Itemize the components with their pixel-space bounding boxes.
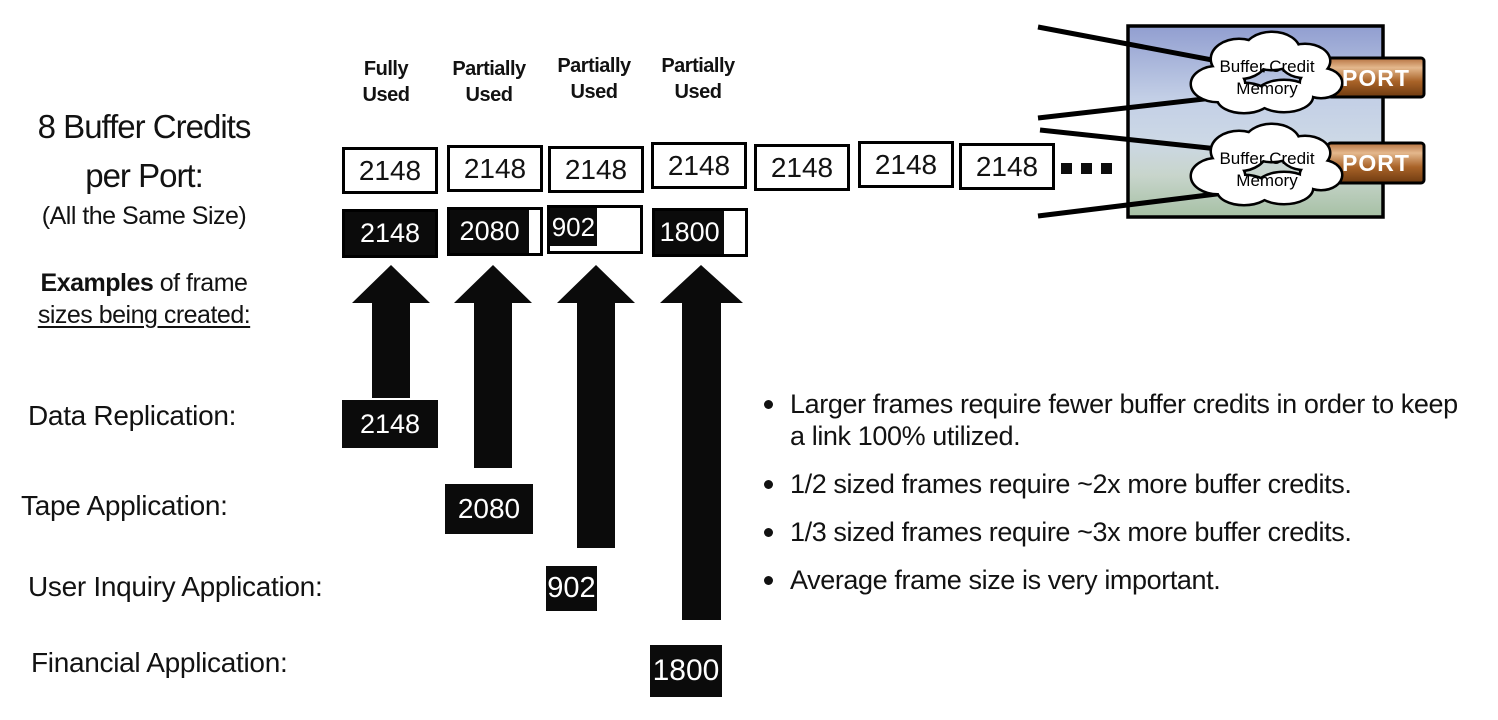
- column-header-partially-used-1: Partially Used: [437, 56, 541, 108]
- column-header-line2: Used: [674, 81, 722, 103]
- port-box: [1326, 141, 1426, 185]
- port-label: PORT: [1342, 150, 1410, 176]
- column-header-partially-used-3: Partially Used: [646, 53, 750, 105]
- list-item: Average frame size is very important.: [756, 564, 1476, 596]
- application-value-box: 1800: [650, 645, 722, 697]
- application-label: User Inquiry Application:: [28, 571, 323, 602]
- application-value-box: 2080: [445, 484, 533, 534]
- up-arrow: [660, 265, 743, 620]
- examples-caption: Examples of frame sizes being created:: [0, 267, 288, 331]
- usage-frame-value: 2148: [359, 218, 421, 248]
- connector-line: [1037, 24, 1266, 73]
- up-arrow: [557, 265, 635, 548]
- column-header-partially-used-2: Partially Used: [542, 53, 646, 105]
- note-text: 1/3 sized frames require ~3x more buffer…: [790, 517, 1352, 547]
- examples-caption-rest: of frame: [153, 269, 248, 297]
- page-title: 8 Buffer Credits per Port: (All the Same…: [0, 102, 288, 230]
- application-label: Tape Application:: [21, 490, 228, 521]
- port-box: [1326, 56, 1426, 99]
- up-arrow: [352, 265, 430, 398]
- column-header-fully-used: Fully Used: [334, 56, 438, 108]
- bullet-icon: [764, 480, 773, 489]
- column-header-line2: Used: [465, 84, 513, 106]
- examples-caption-line2: sizes being created:: [37, 301, 251, 329]
- application-value: 1800: [652, 654, 720, 687]
- connector-line: [1039, 127, 1266, 157]
- application-label: Financial Application:: [31, 647, 288, 678]
- application-value-box: 2148: [342, 400, 438, 448]
- title-subtitle: (All the Same Size): [41, 202, 247, 230]
- bullet-icon: [764, 576, 773, 585]
- up-arrow: [454, 265, 532, 468]
- notes-list: Larger frames require fewer buffer credi…: [756, 388, 1476, 612]
- switch-chassis: [1126, 24, 1385, 219]
- usage-frame-box: 2080: [447, 207, 543, 256]
- connector-line: [1037, 89, 1266, 121]
- cloud-label-line2: Memory: [1236, 79, 1298, 98]
- column-header-line1: Partially: [557, 55, 631, 77]
- column-header-line2: Used: [362, 84, 410, 106]
- application-value: 2080: [457, 493, 521, 524]
- usage-frame-box: 1800: [652, 208, 748, 257]
- bullet-icon: [764, 400, 773, 409]
- title-line2: per Port:: [85, 157, 204, 194]
- list-item: 1/3 sized frames require ~3x more buffer…: [756, 516, 1476, 548]
- application-label: Data Replication:: [28, 400, 237, 431]
- cloud-label-line1: Buffer Credit: [1219, 149, 1314, 168]
- column-header-line1: Partially: [661, 55, 735, 77]
- usage-frame-value: 1800: [659, 217, 720, 247]
- connector-line: [1037, 185, 1266, 219]
- credit-frame-box: 2148: [651, 142, 747, 189]
- application-value: 2148: [359, 408, 421, 439]
- application-value: 902: [547, 572, 596, 604]
- credit-frame-box: 2148: [754, 144, 850, 191]
- list-item: 1/2 sized frames require ~2x more buffer…: [756, 468, 1476, 500]
- credit-frame-box: 2148: [447, 145, 543, 192]
- port-label: PORT: [1342, 65, 1410, 91]
- credit-frame-box: 2148: [858, 141, 954, 188]
- bullet-icon: [764, 528, 773, 537]
- cloud-label-line2: Memory: [1236, 171, 1298, 190]
- cloud-label-line1: Buffer Credit: [1219, 57, 1314, 76]
- usage-frame-box: 902: [547, 205, 643, 254]
- credit-frame-box: 2148: [959, 143, 1055, 190]
- switch-diagram: Buffer Credit Memory Buffer Credit Memor…: [1037, 24, 1426, 219]
- credit-frame-box: 2148: [342, 147, 438, 194]
- examples-caption-line1: Examples of frame: [0, 267, 288, 299]
- list-item: Larger frames require fewer buffer credi…: [756, 388, 1476, 452]
- note-text: Average frame size is very important.: [790, 565, 1221, 595]
- ellipsis-icon: [1061, 163, 1112, 174]
- column-header-line1: Partially: [452, 58, 526, 80]
- usage-frame-value: 2080: [459, 216, 520, 246]
- usage-frame-value: 902: [551, 211, 596, 242]
- buffer-credit-cloud: [1192, 125, 1341, 204]
- credit-frame-box: 2148: [548, 146, 644, 193]
- usage-frame-box: 2148: [342, 209, 438, 258]
- examples-caption-bold: Examples: [40, 269, 154, 297]
- buffer-credit-cloud: [1192, 33, 1341, 112]
- column-header-line2: Used: [570, 81, 618, 103]
- title-line1: 8 Buffer Credits: [37, 108, 252, 145]
- application-value-box: 902: [546, 566, 597, 611]
- column-header-line1: Fully: [363, 58, 409, 80]
- note-text: Larger frames require fewer buffer credi…: [790, 389, 1458, 451]
- note-text: 1/2 sized frames require ~2x more buffer…: [790, 469, 1352, 499]
